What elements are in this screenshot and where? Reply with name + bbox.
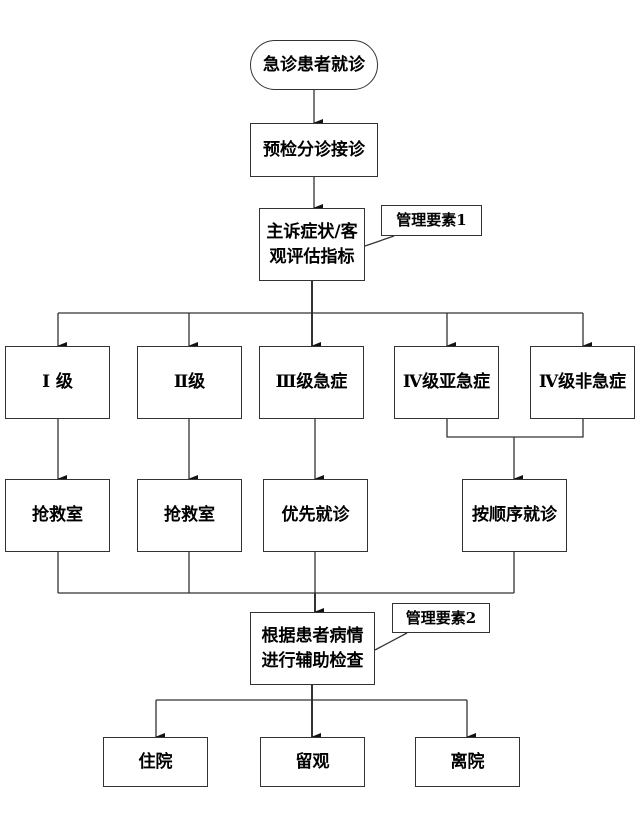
level4-merge-line bbox=[446, 419, 584, 438]
assessment-line-2: 观评估指标 bbox=[269, 246, 355, 267]
callout1-leader bbox=[364, 235, 395, 247]
resuscitation-room-node-1: 抢救室 bbox=[5, 479, 110, 552]
assessment-line-1: 主诉症状/客 bbox=[266, 221, 358, 242]
level-4-subacute-node: Ⅳ级亚急症 bbox=[394, 346, 499, 419]
assessment-node: 主诉症状/客 观评估指标 bbox=[259, 208, 365, 281]
exam-line-1: 根据患者病情 bbox=[261, 625, 364, 646]
management-note-2: 管理要素2 bbox=[392, 603, 490, 633]
auxiliary-exam-node: 根据患者病情 进行辅助检查 bbox=[250, 612, 375, 685]
level-3-node: Ⅲ级急症 bbox=[259, 346, 364, 419]
sequential-visit-node: 按顺序就诊 bbox=[462, 479, 567, 552]
management-note-1: 管理要素1 bbox=[381, 205, 482, 236]
level-1-node: Ⅰ 级 bbox=[5, 346, 110, 419]
priority-visit-node: 优先就诊 bbox=[263, 479, 368, 552]
start-node: 急诊患者就诊 bbox=[250, 40, 378, 90]
level-4-nonurgent-node: Ⅳ级非急症 bbox=[530, 346, 635, 419]
resuscitation-room-node-2: 抢救室 bbox=[137, 479, 242, 552]
observe-node: 留观 bbox=[260, 737, 365, 787]
discharge-node: 离院 bbox=[415, 737, 520, 787]
callout2-leader bbox=[374, 632, 408, 651]
triage-node: 预检分诊接诊 bbox=[250, 123, 378, 177]
exam-line-2: 进行辅助检查 bbox=[261, 650, 364, 671]
admit-node: 住院 bbox=[103, 737, 208, 787]
level-2-node: Ⅱ级 bbox=[137, 346, 242, 419]
